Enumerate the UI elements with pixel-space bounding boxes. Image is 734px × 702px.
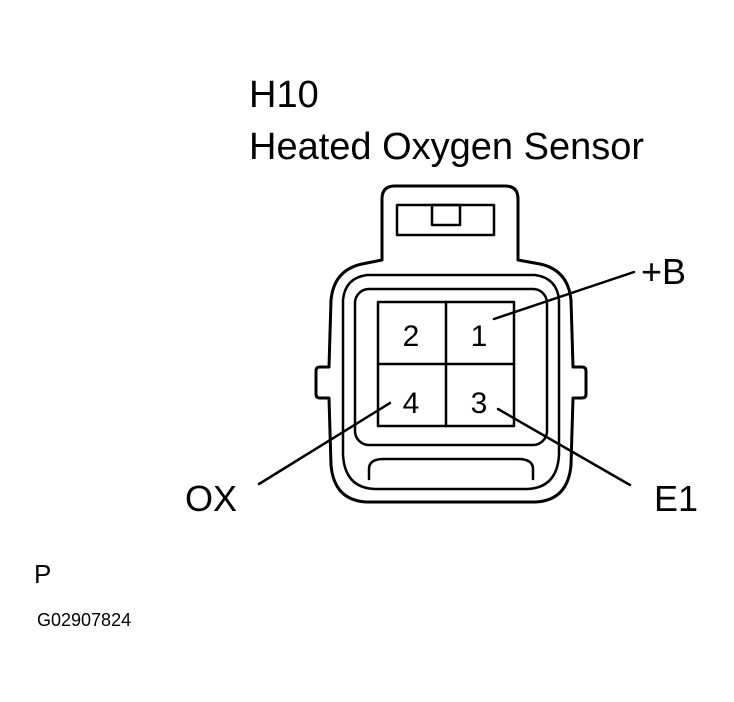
lock-tab-notch <box>430 203 462 227</box>
bottom-key-slot <box>367 457 535 481</box>
lock-tab <box>395 203 496 237</box>
figure-id: G02907824 <box>37 610 132 630</box>
leader-line-pin-3 <box>496 407 632 487</box>
connector-housing <box>314 184 588 504</box>
leader-line-pin-4 <box>257 401 392 486</box>
pin-4-number: 4 <box>403 387 420 420</box>
connector-name: Heated Oxygen Sensor <box>249 126 645 168</box>
pin-1-number: 1 <box>471 320 488 353</box>
housing-inner-wall <box>341 273 561 491</box>
pin-3-number: 3 <box>471 387 488 420</box>
pin-3-signal-label: E1 <box>654 478 698 519</box>
leader-line-pin-1 <box>492 270 636 321</box>
pin-cavity-recess <box>353 287 549 447</box>
view-label: P <box>34 559 52 589</box>
connector-code: H10 <box>249 74 319 116</box>
pin-2-number: 2 <box>403 320 420 353</box>
pin-1-signal-label: +B <box>641 251 686 292</box>
pin-4-signal-label: OX <box>185 478 237 519</box>
